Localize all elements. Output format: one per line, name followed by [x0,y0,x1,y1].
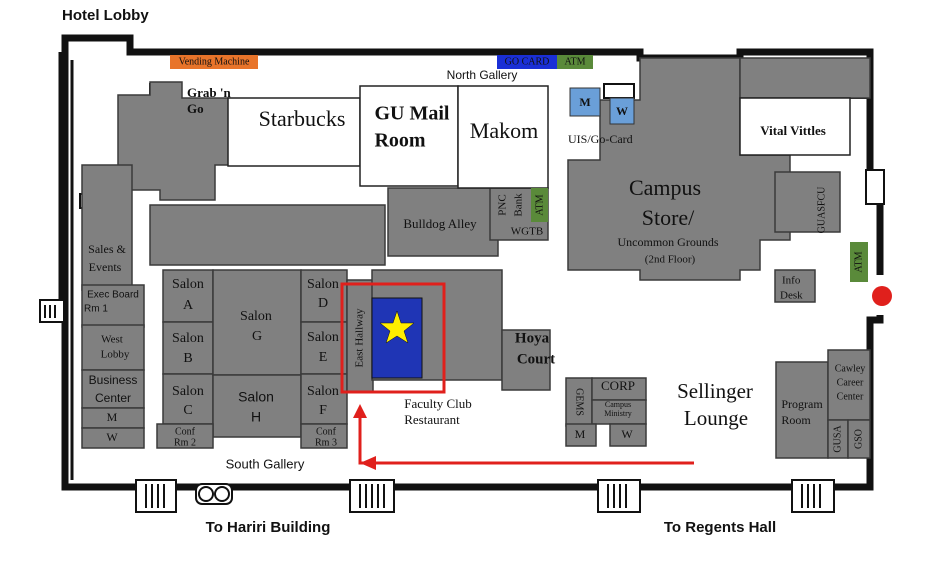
campus-ministry-2: Ministry [604,409,632,418]
to-hariri-label: To Hariri Building [206,519,331,536]
gocard-label: GO CARD [505,56,550,67]
gusa-label: GUSA [832,425,843,453]
m-label-left: M [107,410,118,424]
red-dot-icon [872,286,892,306]
salon-c-1: Salon [172,384,204,399]
exec-label-2: Rm 1 [84,304,108,315]
vending-machine-sign [170,55,258,69]
conf3-2: Rm 3 [315,437,337,448]
women-restroom-top [609,97,635,125]
grab-label-2: Go [187,101,204,116]
route-arrow-head-up [353,404,367,418]
sales-label-2: Events [89,260,122,274]
men-restroom-top [569,87,601,117]
south-gallery-label: South Gallery [226,456,305,471]
atm-top-label: ATM [564,56,585,67]
atm-right-label: ATM [853,251,864,272]
m-label-bottom: M [575,427,586,441]
pnc-vertical-1: PNC [497,194,509,215]
m-label-top: M [579,95,590,109]
w-label-bottom: W [621,427,633,441]
cawley-label-1: Cawley [835,363,866,374]
business-label-2: Center [95,391,131,405]
faculty-label-2: Restaurant [404,412,460,427]
hoya-label-1: Hoya [515,330,550,346]
atm-pnc-sign [531,188,548,222]
corp-label: CORP [601,378,635,393]
campus-store-2: Store/ [642,205,695,230]
salon-a-2: A [183,298,194,313]
east-hallway-label: East Hallway [354,308,366,367]
bulldog-label: Bulldog Alley [403,216,477,231]
sales-label-1: Sales & [88,242,126,256]
conf3-1: Conf [316,426,337,437]
salon-f-2: F [319,403,327,418]
makom-label: Makom [470,118,538,143]
business-label-1: Business [89,373,138,387]
salon-g-2: G [252,329,262,344]
destination-highlight [340,282,446,394]
campus-ministry-1: Campus [605,400,631,409]
cawley-label-3: Center [837,391,864,402]
salon-h-1: Salon [238,389,274,405]
gocard-sign [497,55,557,69]
program-label-2: Room [781,413,811,427]
hoya-label-2: Court [517,351,555,367]
program-label-1: Program [781,397,823,411]
sellinger-label-1: Sellinger [677,379,753,403]
vital-label: Vital Vittles [760,123,826,138]
star-icon [379,310,415,344]
info-label-2: Desk [780,290,803,302]
salon-f-1: Salon [307,384,339,399]
uis-label: UIS/Go-Card [568,132,633,146]
atm-pnc-label: ATM [534,194,545,215]
salon-b-1: Salon [172,331,204,346]
guasfcu-label: GUASFCU [816,186,827,233]
grab-label-1: Grab 'n [187,85,231,100]
to-regents-label: To Regents Hall [664,519,776,536]
faculty-label-1: Faculty Club [404,396,472,411]
white-rooms [227,85,851,189]
wgtb-label: WGTB [511,226,543,238]
gso-label: GSO [853,429,864,449]
hotel-lobby-label: Hotel Lobby [62,7,149,24]
gems-label: GEMS [574,388,585,416]
salon-h-2: H [251,409,261,425]
conf2-1: Conf [175,426,196,437]
mail-label-1: GU Mail [375,103,450,125]
conf2-2: Rm 2 [174,437,196,448]
west-label-1: West [101,334,123,346]
salon-d-1: Salon [307,277,339,292]
starbucks-label: Starbucks [259,106,346,131]
campus-store-3: Uncommon Grounds [618,235,719,249]
exec-label-1: Exec Board [87,290,139,301]
atm-top-sign [557,55,593,69]
west-label-2: Lobby [101,349,130,361]
cawley-label-2: Career [837,377,864,388]
vending-label: Vending Machine [179,56,250,67]
north-gallery-label: North Gallery [447,68,518,82]
campus-store-1: Campus [629,175,701,200]
salon-c-2: C [183,403,192,418]
w-label-top: W [616,104,628,118]
route-arrow-head-left [360,456,376,470]
salon-b-2: B [183,351,192,366]
w-label-left: W [106,430,118,444]
stair-stripes [145,484,821,508]
sellinger-label-2: Lounge [684,406,748,430]
atm-right-sign [850,242,868,282]
mail-label-2: Room [374,130,425,152]
salon-a-1: Salon [172,277,204,292]
info-label-1: Info [782,275,801,287]
salon-g-1: Salon [240,309,272,324]
campus-store-4: (2nd Floor) [645,254,696,266]
salon-e-1: Salon [307,330,339,345]
pnc-vertical-2: Bank [513,193,525,217]
destination-room [371,297,423,379]
salon-d-2: D [318,296,328,311]
salon-e-2: E [319,350,328,365]
